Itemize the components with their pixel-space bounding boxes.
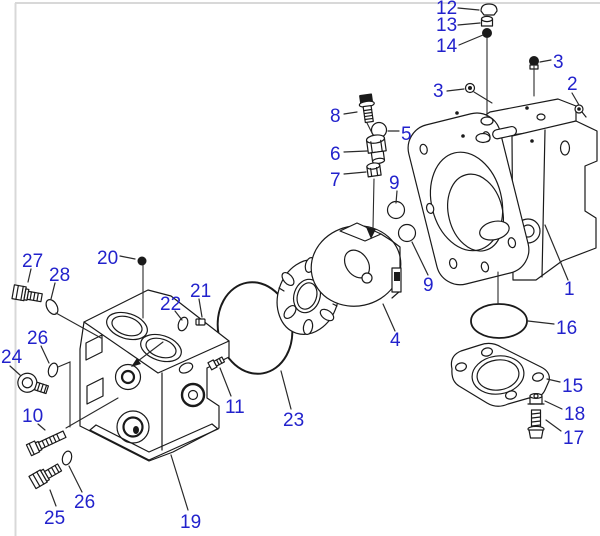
- callout-9: 9: [423, 275, 434, 296]
- callout-24: 24: [1, 347, 23, 368]
- callout-12: 12: [436, 0, 457, 19]
- callout-leader-26: [40, 345, 50, 364]
- callout-leader-22: [174, 310, 183, 321]
- callout-13: 13: [436, 15, 457, 36]
- callout-23: 23: [283, 410, 304, 431]
- callout-leader-11: [219, 367, 232, 397]
- callout-leader-21: [198, 298, 203, 318]
- callout-leader-14: [458, 34, 484, 46]
- part-27-plug-bolt: [11, 284, 43, 303]
- part-6-valve: [365, 134, 387, 165]
- callout-leader-4: [382, 303, 396, 332]
- callout-leader-12: [457, 7, 480, 11]
- callout-leader-24: [9, 365, 21, 376]
- callout-28: 28: [49, 265, 70, 286]
- callout-leader-6: [343, 150, 368, 153]
- callout-leader-27: [27, 268, 32, 283]
- callout-leader-1: [544, 224, 569, 281]
- callout-3: 3: [433, 81, 444, 102]
- callout-26: 26: [27, 328, 48, 349]
- callout-19: 19: [180, 512, 201, 533]
- callout-5: 5: [401, 124, 412, 145]
- callout-10: 10: [22, 406, 43, 427]
- callout-8: 8: [330, 106, 341, 127]
- part-11-bolt: [207, 356, 226, 371]
- callout-leader-16: [527, 320, 555, 325]
- page-frame: [14, 2, 600, 536]
- callout-11: 11: [225, 397, 245, 418]
- part-24-socket-bolt: [17, 372, 50, 395]
- callout-leader-7: [343, 171, 367, 175]
- callout-27: 27: [22, 251, 43, 272]
- part-22-o-ring: [177, 316, 189, 332]
- callout-16: 16: [556, 318, 577, 339]
- callout-4: 4: [390, 330, 401, 351]
- callout-leader-9: [411, 241, 429, 276]
- callout-leader-19: [170, 454, 189, 511]
- part-16-o-ring: [470, 303, 528, 339]
- callout-15: 15: [562, 376, 583, 397]
- part-20-pin: [137, 256, 147, 266]
- part-25-bolt: [28, 463, 63, 490]
- callout-leader-15: [546, 378, 561, 383]
- part-13-bushing: [480, 15, 494, 27]
- callout-leader-25: [49, 489, 57, 507]
- callout-7: 7: [330, 170, 341, 191]
- part-17-bolt: [527, 409, 545, 439]
- part-28-o-ring: [45, 299, 59, 315]
- callout-6: 6: [330, 144, 341, 165]
- callout-leader-13: [457, 22, 481, 26]
- callout-leader-18: [544, 400, 563, 410]
- callout-1: 1: [564, 279, 575, 300]
- callout-2: 2: [567, 74, 578, 95]
- callout-21: 21: [190, 281, 211, 302]
- part-26-o-ring-upper: [47, 362, 59, 378]
- callout-17: 17: [563, 428, 584, 449]
- callout-leader-9: [395, 190, 398, 204]
- part-15-gasket: [450, 342, 550, 407]
- callout-22: 22: [160, 294, 181, 315]
- callout-20: 20: [97, 248, 118, 269]
- part-14-pin: [482, 28, 492, 38]
- callout-9: 9: [389, 173, 400, 194]
- callout-leader-3: [446, 88, 465, 92]
- assembly-arrow-icon: [366, 227, 376, 239]
- part-18-nut: [527, 393, 545, 405]
- part-26-o-ring-lower: [61, 450, 73, 466]
- part-3-plug-left: [464, 82, 476, 94]
- assembly-lines: [55, 37, 535, 429]
- callout-3: 3: [553, 52, 564, 73]
- callout-14: 14: [436, 36, 458, 57]
- callout-25: 25: [44, 508, 65, 529]
- part-10-bolt: [25, 430, 67, 457]
- callout-leader-26: [68, 465, 83, 493]
- callout-leader-23: [280, 370, 292, 410]
- part-21-plug: [195, 318, 206, 326]
- part-19-valve-block: [79, 289, 230, 462]
- assembly-arrow-icon: [131, 358, 141, 367]
- part-4-valve-cover-plate: [310, 222, 402, 307]
- callout-26: 26: [74, 492, 95, 513]
- callout-leader-17: [545, 419, 562, 432]
- part-9-ball: [386, 200, 417, 243]
- part-8-bolt: [358, 93, 375, 124]
- callout-leader-28: [50, 282, 56, 300]
- part-12-cap: [480, 3, 498, 16]
- part-2-bolt: [574, 104, 587, 118]
- part-7-sleeve: [366, 162, 382, 178]
- callout-leader-2: [571, 92, 580, 106]
- callout-18: 18: [564, 404, 585, 425]
- callout-leader-10: [37, 423, 46, 431]
- callout-leader-3: [539, 59, 552, 63]
- callout-leader-8: [343, 111, 358, 115]
- part-1-pump-case: [407, 98, 598, 286]
- callout-leader-20: [119, 255, 136, 260]
